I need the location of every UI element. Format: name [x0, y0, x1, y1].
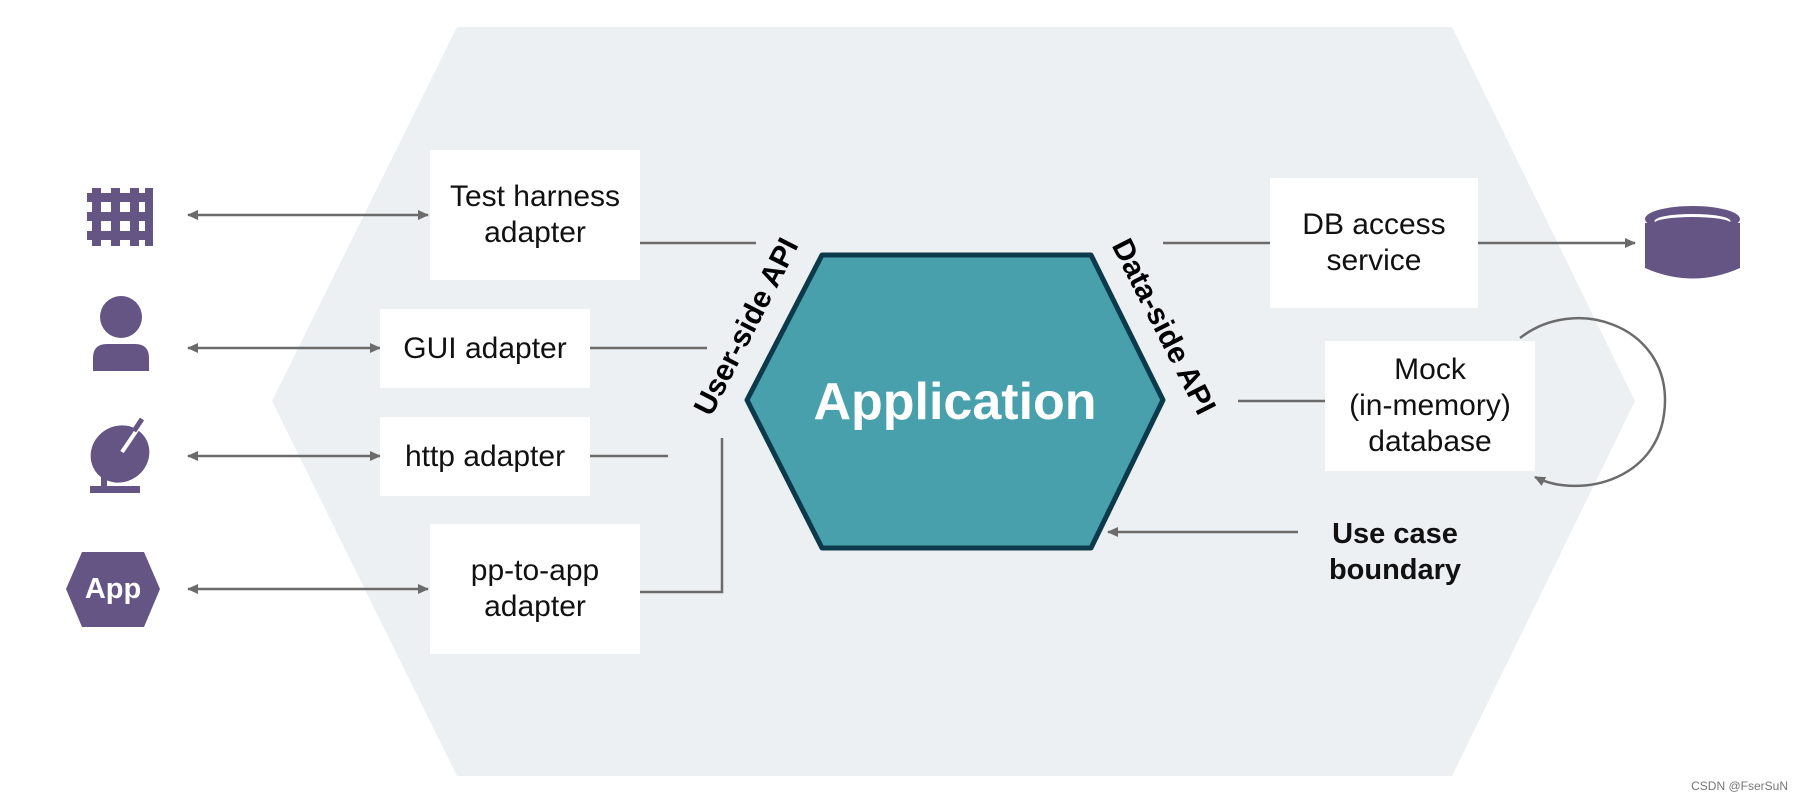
app-icon-label: App: [84, 573, 142, 605]
application-hexagon: [744, 252, 1166, 551]
app-hexagon-icon: [66, 552, 160, 627]
app-to-app-adapter-box: pp-to-app adapter: [430, 524, 640, 654]
connector-app: [640, 438, 724, 594]
watermark: CSDN @FserSuN: [1691, 779, 1788, 793]
person-icon: [93, 296, 149, 371]
database-icon: [1645, 206, 1740, 279]
db-access-service-box: DB access service: [1270, 178, 1478, 308]
mock-database-box: Mock (in-memory) database: [1325, 341, 1535, 471]
use-case-boundary-label: Use case boundary: [1328, 518, 1462, 586]
mock-db-loop-arrow: [1519, 316, 1667, 488]
http-adapter-box: http adapter: [380, 417, 590, 496]
satellite-dish-icon: [90, 417, 150, 493]
grid-icon: [87, 188, 153, 246]
gui-adapter-box: GUI adapter: [380, 309, 590, 388]
test-harness-adapter-box: Test harness adapter: [430, 150, 640, 280]
application-label: Application: [813, 373, 1097, 431]
